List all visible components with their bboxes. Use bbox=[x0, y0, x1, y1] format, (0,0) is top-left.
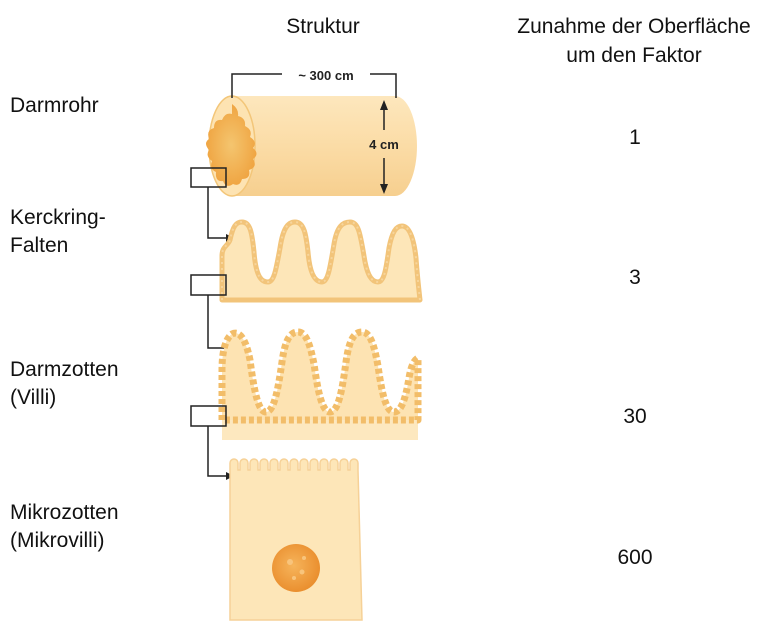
microvilli-cell bbox=[230, 459, 362, 620]
cell-nucleus bbox=[272, 544, 320, 592]
kerckring-folds bbox=[222, 222, 420, 300]
cell-body bbox=[230, 459, 362, 620]
villi bbox=[222, 332, 418, 440]
length-dimension-left bbox=[232, 74, 282, 98]
length-label: ~ 300 cm bbox=[298, 68, 353, 83]
length-dimension-right bbox=[370, 74, 396, 98]
diameter-label: 4 cm bbox=[369, 137, 399, 152]
intestinal-tube bbox=[206, 74, 417, 196]
villi-surface bbox=[222, 332, 418, 420]
